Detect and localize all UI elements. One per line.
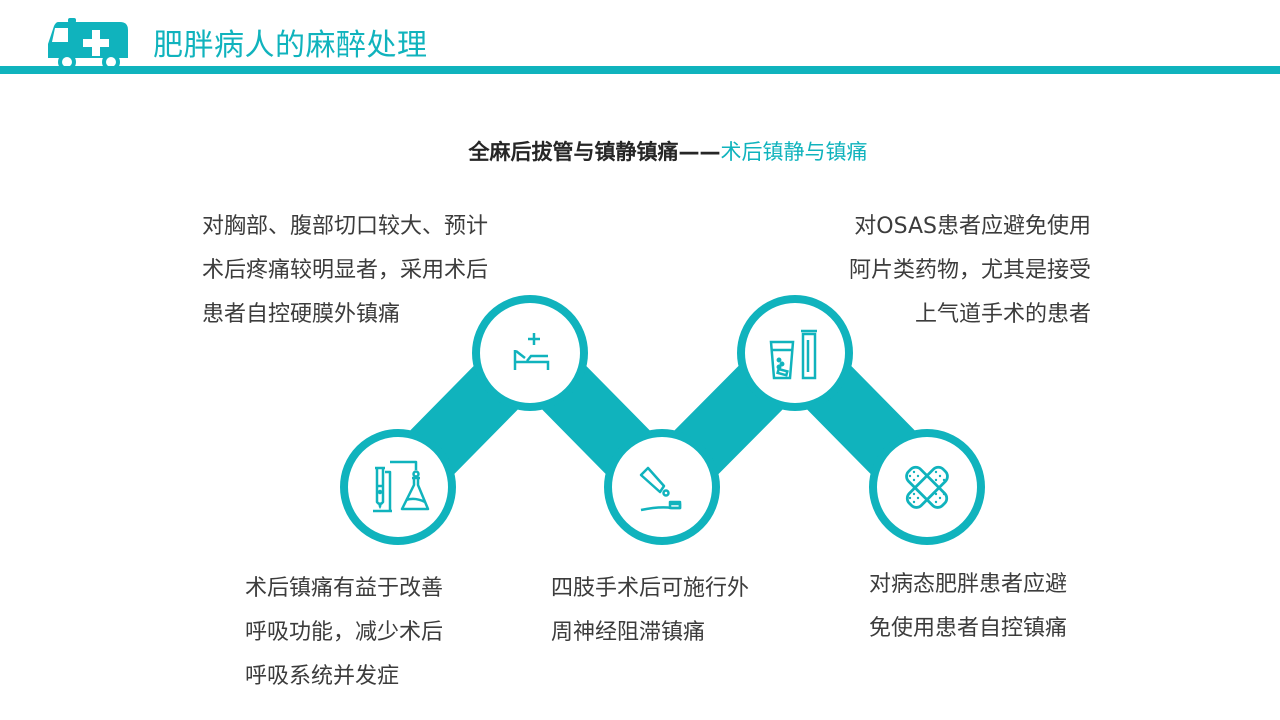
text-line: 对OSAS患者应避免使用 [854,214,1091,239]
subtitle-main: 全麻后拔管与镇静镇痛—— [468,140,721,164]
section-subtitle: 全麻后拔管与镇静镇痛——术后镇静与镇痛 [0,138,1280,166]
text-bottom-left: 术后镇痛有益于改善 呼吸功能，减少术后 呼吸系统并发症 [245,567,443,699]
text-line: 周神经阻滞镇痛 [551,620,706,645]
text-bottom-right: 对病态肥胖患者应避 免使用患者自控镇痛 [869,563,1067,651]
text-line: 对病态肥胖患者应避 [869,572,1068,597]
lab-flask-icon [373,460,430,513]
ambulance-icon [48,18,128,70]
text-top-left: 对胸部、腹部切口较大、预计 术后疼痛较明显者，采用术后 患者自控硬膜外镇痛 [202,205,488,337]
text-line: 患者自控硬膜外镇痛 [202,302,401,327]
medicine-glass-tube-icon [769,329,817,380]
text-line: 呼吸功能，减少术后 [245,620,444,645]
subtitle-accent: 术后镇静与镇痛 [720,140,868,164]
page-title: 肥胖病人的麻醉处理 [153,28,428,63]
header-divider [0,66,1280,74]
ointment-tube-icon [639,466,682,512]
text-line: 对胸部、腹部切口较大、预计 [202,214,489,239]
text-line: 阿片类药物，尤其是接受 [848,258,1091,283]
bandage-icon [905,465,949,509]
text-line: 四肢手术后可施行外 [551,576,750,601]
text-line: 术后疼痛较明显者，采用术后 [202,258,489,283]
text-bottom-middle: 四肢手术后可施行外 周神经阻滞镇痛 [551,567,749,655]
text-line: 呼吸系统并发症 [245,664,400,689]
hospital-bed-icon [513,333,550,370]
text-line: 术后镇痛有益于改善 [245,576,444,601]
text-top-right: 对OSAS患者应避免使用 阿片类药物，尤其是接受 上气道手术的患者 [849,205,1091,337]
text-line: 上气道手术的患者 [914,302,1091,327]
text-line: 免使用患者自控镇痛 [869,616,1068,641]
